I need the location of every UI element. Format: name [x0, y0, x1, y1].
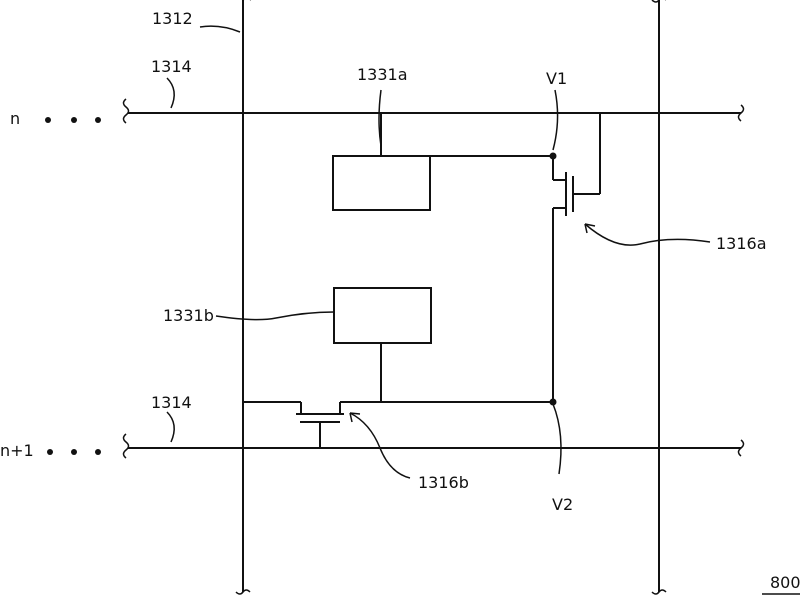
label-v2: V2	[552, 495, 573, 514]
element-1331b-box	[334, 288, 431, 343]
leader-lines	[167, 26, 800, 594]
label-v1: V1	[546, 69, 567, 88]
label-1331b: 1331b	[163, 306, 214, 325]
data-line-right	[652, 0, 666, 594]
label-1316a: 1316a	[716, 234, 767, 253]
row-n1-ellipsis	[47, 449, 101, 455]
node-v1-dot	[550, 153, 557, 160]
label-figure-number: 800	[770, 573, 800, 592]
label-1314-bottom: 1314	[151, 393, 192, 412]
label-row-n1: n+1	[0, 441, 34, 460]
data-line-left	[236, 0, 251, 594]
scan-line-n	[124, 99, 744, 123]
label-1316b: 1316b	[418, 473, 469, 492]
label-row-n: n	[10, 109, 20, 128]
label-1331a: 1331a	[357, 65, 408, 84]
label-1314-top: 1314	[151, 57, 192, 76]
row-n-ellipsis	[45, 117, 101, 123]
element-1331a-box	[333, 156, 430, 210]
label-1312: 1312	[152, 9, 193, 28]
scan-line-n1	[124, 434, 744, 458]
